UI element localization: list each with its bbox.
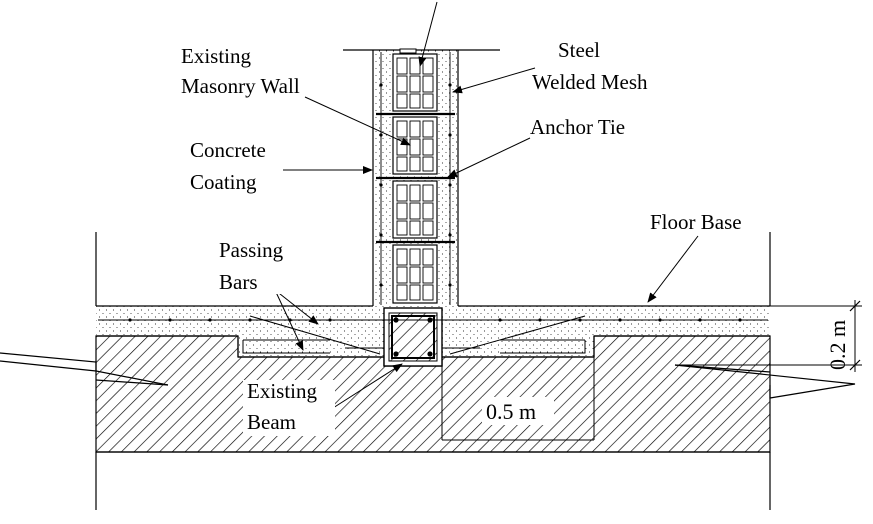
label-existing-beam-2: Beam	[247, 410, 296, 434]
break-lines	[0, 352, 856, 399]
label-concrete-coating-2: Coating	[190, 170, 257, 194]
label-existing-masonry-wall-2: Masonry Wall	[181, 74, 300, 98]
slab-thickness-label: 0.2 m	[825, 320, 850, 370]
label-steel-welded-mesh-2: Welded Mesh	[532, 70, 648, 94]
leader-lines	[274, 1, 699, 409]
wall-mesh-dots	[379, 83, 452, 287]
masonry-blocks	[392, 53, 438, 304]
label-passing-bars-1: Passing	[219, 238, 284, 262]
existing-beam	[383, 307, 443, 367]
label-existing-masonry-wall-1: Existing	[181, 44, 252, 68]
label-backgrounds	[215, 236, 335, 436]
label-anchor-tie: Anchor Tie	[530, 115, 625, 139]
label-existing-beam-1: Existing	[247, 379, 318, 403]
label-concrete-coating-1: Concrete	[190, 138, 266, 162]
label-steel-welded-mesh-1: Steel	[558, 38, 600, 62]
dimension-slab-thickness	[675, 300, 862, 372]
dimension-strip-width	[441, 357, 595, 441]
slab-bar-dots	[128, 318, 742, 322]
outline-verticals	[95, 232, 771, 510]
strip-width-label: 0.5 m	[486, 399, 536, 424]
label-floor-base: Floor Base	[650, 210, 742, 234]
label-passing-bars-2: Bars	[219, 270, 258, 294]
anchor-ties	[376, 48, 455, 244]
